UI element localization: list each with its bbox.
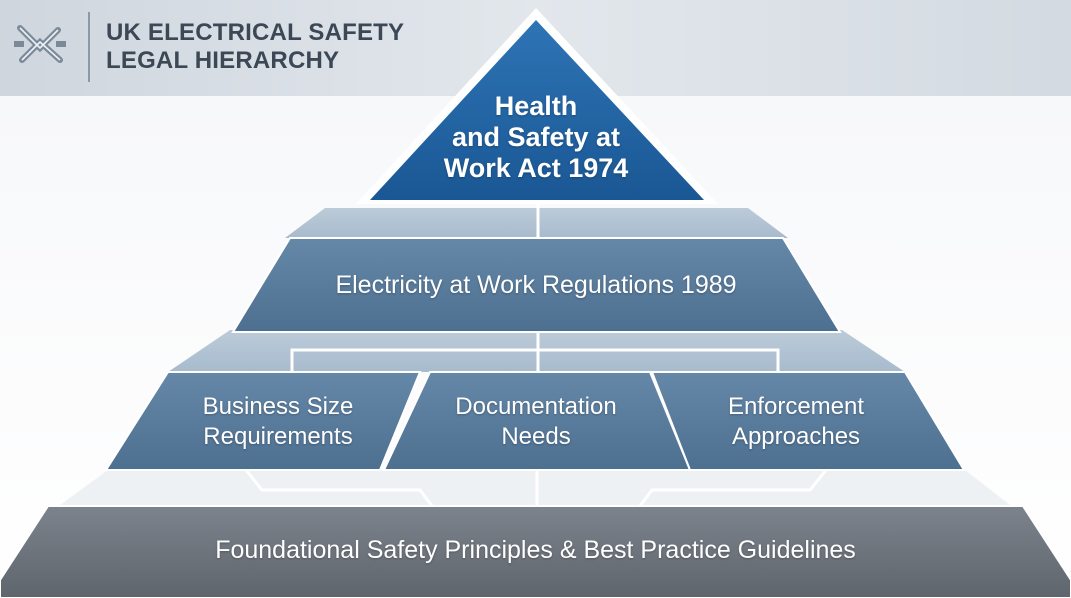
header-divider xyxy=(88,12,90,82)
regulations-label-text: Electricity at Work Regulations 1989 xyxy=(335,271,737,299)
business-size-label-line2: Requirements xyxy=(203,423,353,450)
connector-band-lower xyxy=(60,470,1010,505)
foundation-label: Foundational Safety Principles & Best Pr… xyxy=(60,535,1011,565)
business-size-label-line1: Business Size xyxy=(202,393,354,420)
page-title: UK ELECTRICAL SAFETY LEGAL HIERARCHY xyxy=(106,19,404,75)
page-title-line1: UK ELECTRICAL SAFETY xyxy=(106,19,405,46)
header: UK ELECTRICAL SAFETY LEGAL HIERARCHY xyxy=(0,0,1071,96)
documentation-label-line2: Needs xyxy=(501,423,571,450)
foundation-label-text: Foundational Safety Principles & Best Pr… xyxy=(215,536,856,564)
enforcement-label: Enforcement Approaches xyxy=(668,392,924,452)
interlocking-ribbon-logo-icon xyxy=(14,25,66,63)
connector-regulations-considerations xyxy=(290,332,780,374)
foundation-tier xyxy=(0,505,1071,598)
documentation-label: Documentation Needs xyxy=(398,392,674,452)
apex-label: Health and Safety at Work Act 1974 xyxy=(420,91,652,184)
business-size-block xyxy=(104,371,422,471)
apex-triangle xyxy=(370,20,704,200)
enforcement-label-line1: Enforcement xyxy=(727,393,865,420)
apex-label-line3: Work Act 1974 xyxy=(443,153,629,183)
page-title-line2: LEGAL HIERARCHY xyxy=(106,47,340,74)
apex-label-line2: and Safety at xyxy=(451,122,621,152)
enforcement-block xyxy=(650,371,966,471)
connector-considerations-foundation xyxy=(244,469,828,507)
business-size-label: Business Size Requirements xyxy=(150,392,406,452)
regulations-tier xyxy=(231,237,842,333)
documentation-label-line1: Documentation xyxy=(455,393,617,420)
regulations-label: Electricity at Work Regulations 1989 xyxy=(260,270,812,300)
enforcement-label-line2: Approaches xyxy=(731,423,861,450)
apex-label-line1: Health xyxy=(494,91,578,121)
